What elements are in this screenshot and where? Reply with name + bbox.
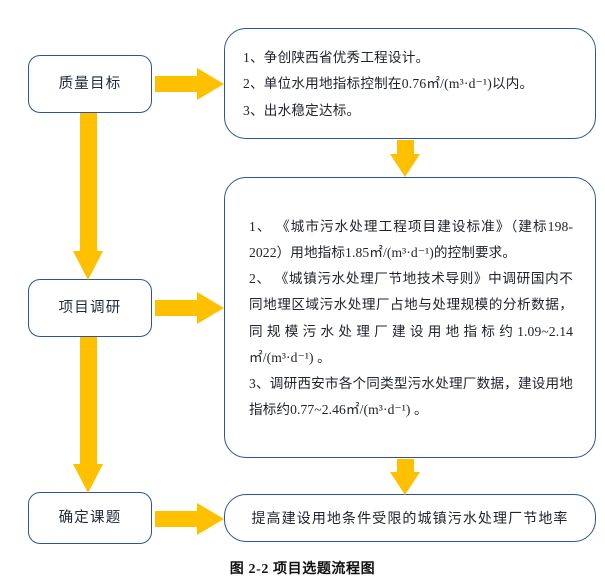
detail-line: 1、争创陕西省优秀工程设计。 — [243, 50, 430, 66]
arrow-project-research-to-determine-topic-icon — [73, 337, 104, 493]
detail-line: 2、单位水用地指标控制在0.76㎡/(m³·d⁻¹)以内。 — [243, 76, 534, 92]
arrow-quality-goal-to-project-research-icon — [73, 113, 104, 280]
stage-node-determine-topic-label: 确定课题 — [58, 509, 122, 526]
figure-caption: 图 2-2 项目选题流程图 — [229, 562, 376, 577]
stage-node-project-research[interactable]: 项目调研 — [28, 279, 152, 337]
stage-node-project-research-label: 项目调研 — [58, 299, 122, 316]
detail-box-quality-goal: 1、争创陕西省优秀工程设计。 2、单位水用地指标控制在0.76㎡/(m³·d⁻¹… — [224, 28, 596, 139]
arrow-project-research-to-detail-icon — [155, 292, 224, 324]
stage-node-quality-goal-label: 质量目标 — [58, 75, 122, 92]
arrow-quality-goal-to-detail-icon — [155, 68, 224, 100]
detail-line: 3、出水稳定达标。 — [243, 102, 361, 118]
arrow-determine-topic-to-result-icon — [155, 503, 224, 535]
detail-box-determine-topic: 提高建设用地条件受限的城镇污水处理厂节地率 — [224, 494, 596, 542]
detail-box-project-research: 1、 《城市污水处理工程项目建设标准》（建标198-2022）用地指标1.85㎡… — [224, 177, 596, 458]
detail-paragraph: 1、 《城市污水处理工程项目建设标准》（建标198-2022）用地指标1.85㎡… — [249, 219, 573, 261]
arrow-detail2-to-result-icon — [390, 459, 421, 495]
detail-paragraph: 3、调研西安市各个同类型污水处理厂数据，建设用地指标约0.77~2.46㎡/(m… — [249, 375, 573, 417]
stage-node-determine-topic[interactable]: 确定课题 — [28, 492, 152, 544]
stage-node-quality-goal[interactable]: 质量目标 — [28, 55, 152, 113]
result-text: 提高建设用地条件受限的城镇污水处理厂节地率 — [251, 512, 569, 527]
detail-paragraph: 2、 《城镇污水处理厂节地技术导则》中调研国内不同地理区域污水处理厂占地与处理规… — [249, 271, 573, 365]
arrow-detail1-to-detail2-icon — [390, 140, 421, 177]
